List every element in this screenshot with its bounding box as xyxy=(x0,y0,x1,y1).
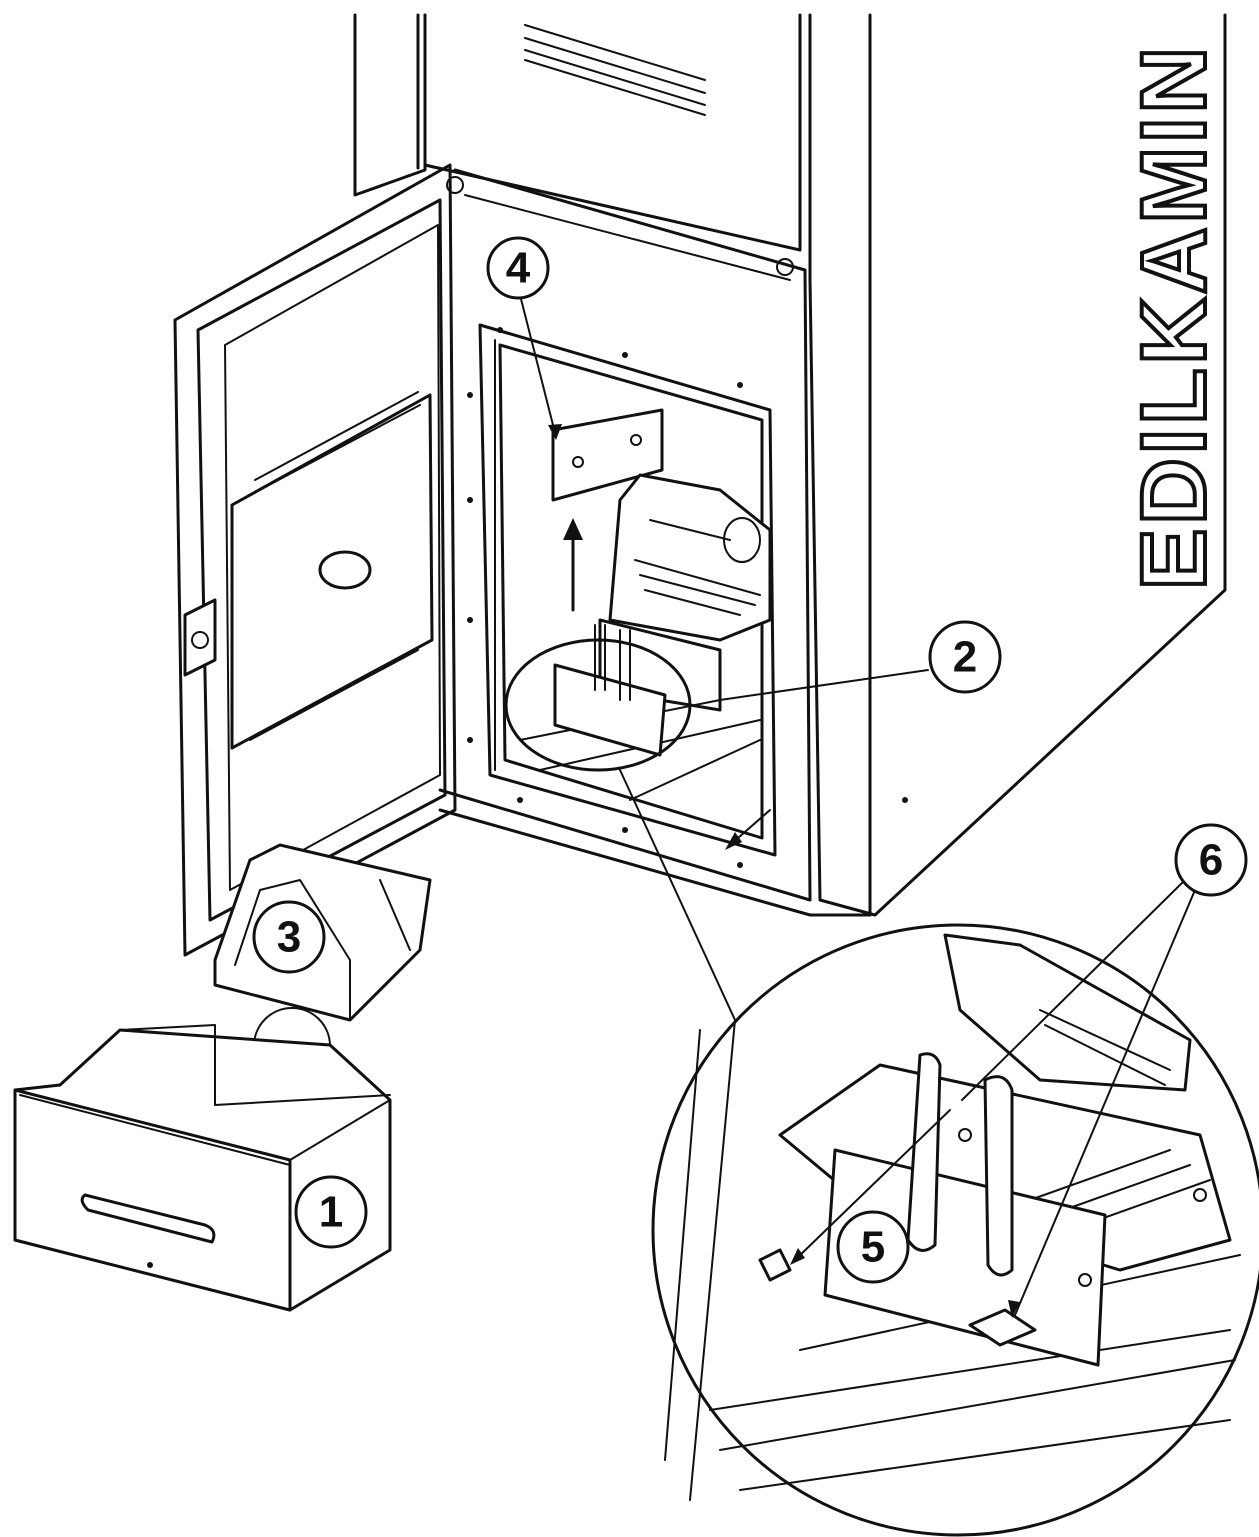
stove-door xyxy=(173,163,464,957)
drawer-handle xyxy=(80,1193,216,1244)
detail-view xyxy=(651,923,1259,1537)
callout-1-label: 1 xyxy=(319,1188,343,1237)
leader-lines xyxy=(519,294,1196,1318)
wing-nut-right xyxy=(968,1308,1037,1347)
scraper-plate-detail xyxy=(823,1148,1107,1367)
wing-nut-left xyxy=(758,1248,792,1282)
callout-4: 4 xyxy=(486,236,550,300)
callout-4-label: 4 xyxy=(506,244,531,293)
callout-6: 6 xyxy=(1174,823,1248,897)
callout-1: 1 xyxy=(294,1175,368,1249)
callout-2: 2 xyxy=(928,620,1002,694)
brand-lettering: EDILKAMIN xyxy=(1123,43,1225,590)
detail-ellipse xyxy=(504,638,692,772)
deflector-plate xyxy=(551,408,664,502)
callout-6-label: 6 xyxy=(1199,836,1223,885)
stove-body xyxy=(353,13,1227,917)
ash-scraper xyxy=(553,663,667,757)
callout-5: 5 xyxy=(836,1210,910,1284)
callout-3-label: 3 xyxy=(277,913,301,962)
callout-5-label: 5 xyxy=(861,1223,885,1272)
burn-pot-assembly xyxy=(504,408,772,850)
callout-2-label: 2 xyxy=(953,633,977,682)
ash-drawer xyxy=(13,1024,392,1312)
detail-circle xyxy=(651,923,1259,1537)
callout-3: 3 xyxy=(252,900,326,974)
